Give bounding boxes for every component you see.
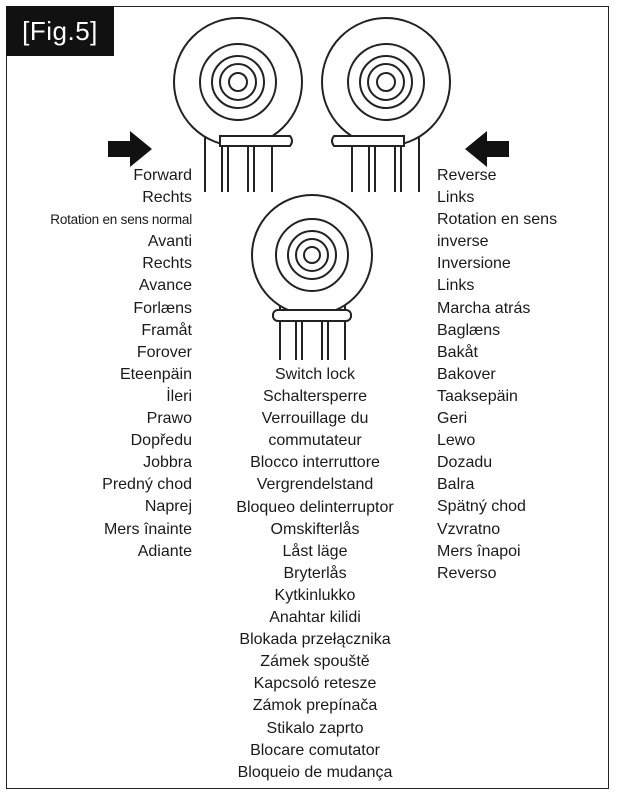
reverse-label: inverse (437, 233, 489, 251)
switch-lock-label: Blocco interruttore (250, 454, 380, 472)
forward-label: İleri (166, 387, 192, 405)
reverse-label: Vzvratno (437, 520, 501, 538)
tool-head-reverse (321, 17, 451, 192)
reverse-label: Links (437, 277, 475, 295)
reverse-label: Spätný chod (437, 498, 526, 516)
switch-lock-label: Zámek spouště (260, 653, 370, 671)
switch-lock-label: Bloqueio de mudança (237, 763, 393, 781)
forward-label: Avance (138, 277, 192, 295)
forward-label: Mers înainte (103, 520, 192, 538)
reverse-label: Reverso (437, 564, 497, 582)
switch-lock-label: Switch lock (274, 366, 356, 383)
switch-lock-label: Verrouillage du (261, 410, 369, 428)
reverse-label: Lewo (437, 432, 476, 450)
tool-head-forward (173, 17, 303, 192)
switch-lock-label: Låst läge (282, 542, 348, 560)
reverse-label: Baglæns (437, 321, 501, 339)
reverse-label: Marcha atrás (437, 299, 531, 317)
forward-label: Prawo (146, 410, 192, 428)
arrow-left-icon (465, 131, 509, 167)
reverse-label: Links (437, 189, 475, 207)
forward-label: Forlæns (133, 299, 192, 317)
forward-label: Forward (133, 167, 192, 184)
reverse-label: Balra (437, 476, 475, 494)
switch-lock-label: Anahtar kilidi (269, 609, 361, 627)
reverse-label: Bakover (437, 365, 496, 383)
switch-lock-label: Kytkinlukko (274, 586, 356, 604)
arrow-right-icon (108, 131, 152, 167)
reverse-label: Inversione (437, 255, 511, 273)
switch-lock-label: Vergrendelstand (256, 476, 374, 494)
forward-label: Predný chod (102, 476, 192, 494)
forward-label: Naprej (144, 498, 192, 516)
forward-label: Rechts (142, 189, 192, 207)
reverse-label: Dozadu (437, 454, 493, 472)
switch-lock-label: Bloqueo delinterruptor (236, 498, 394, 516)
switch-lock-label: Omskifterlås (270, 520, 360, 538)
switch-lock-label: Stikalo zaprto (266, 719, 364, 737)
forward-label: Dopředu (130, 432, 192, 450)
switch-lock-label: Blocare comutator (250, 741, 380, 759)
reverse-label: Reverse (437, 167, 497, 184)
reverse-label: Geri (437, 410, 468, 428)
reverse-label: Taaksepäin (437, 387, 518, 405)
reverse-label: Bakåt (437, 343, 478, 361)
switch-lock-label: Kapcsoló retesze (253, 675, 377, 693)
switch-lock-label: Schaltersperre (262, 388, 368, 406)
forward-label: Eteenpäin (119, 365, 192, 383)
forward-label: Adiante (137, 542, 192, 560)
forward-label: Framåt (141, 321, 192, 339)
forward-label: Rotation en sens normal (50, 212, 192, 228)
switch-lock-label: commutateur (268, 432, 362, 450)
switch-lock-label: Zámok prepínača (252, 697, 378, 715)
switch-lock-label: Bryterlås (283, 564, 347, 582)
forward-label: Avanti (147, 233, 192, 251)
reverse-label: Mers înapoi (437, 542, 521, 560)
reverse-label: Rotation en sens (437, 211, 558, 229)
forward-label: Rechts (142, 255, 192, 273)
figure-label: [Fig.5] (6, 6, 114, 56)
figure-frame (6, 6, 609, 789)
switch-lock-label: Blokada przełącznika (239, 631, 391, 649)
forward-label: Jobbra (143, 454, 192, 472)
forward-label: Forover (136, 343, 192, 361)
tool-head-switch-lock (251, 194, 373, 360)
